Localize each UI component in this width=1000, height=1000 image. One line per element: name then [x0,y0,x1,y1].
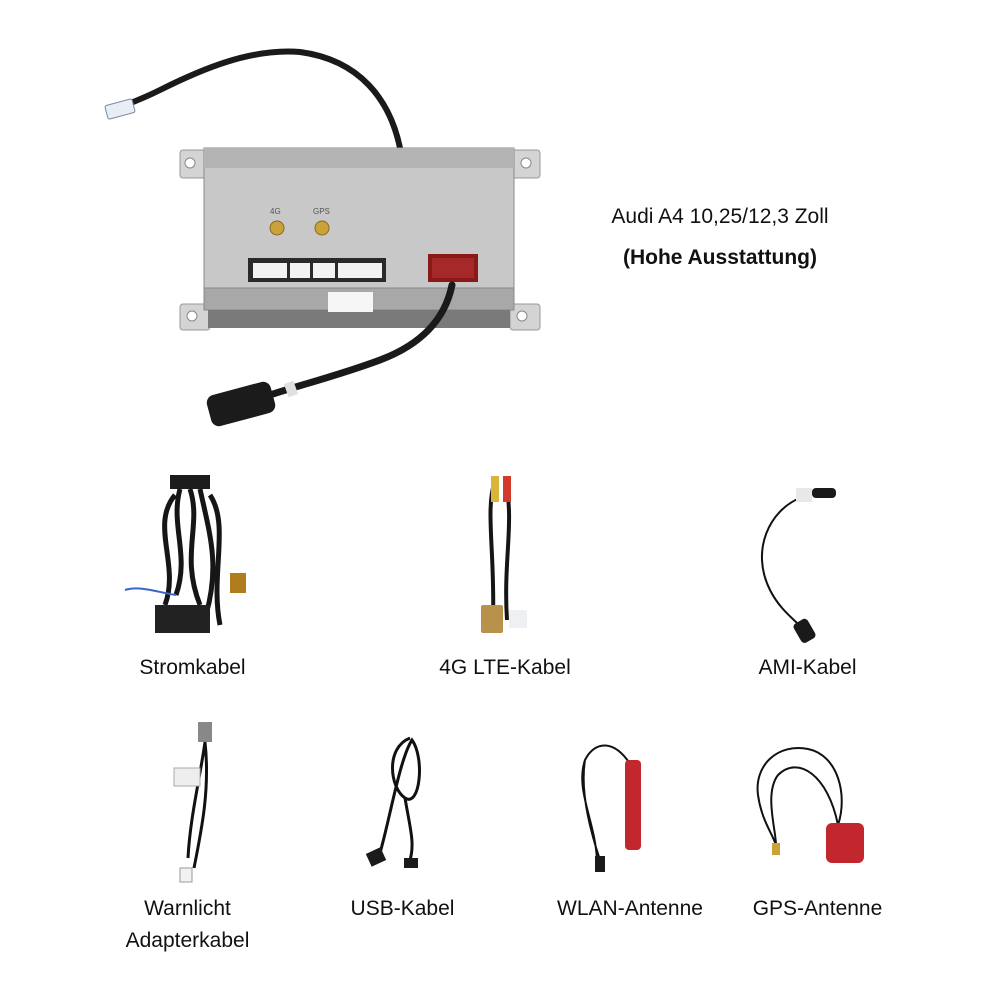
item-label-power: Stromkabel [139,656,246,679]
ribbon-connector [104,98,136,120]
wlan-antenna-image [581,744,641,872]
item-label-warnlicht: Warnlicht Adapterkabel [100,893,275,957]
camera-plug [206,381,276,427]
item-label-ami: AMI-Kabel [758,656,857,679]
item-label-4g-lte: 4G LTE-Kabel [439,656,571,679]
usb-cable-image [365,736,421,868]
4g-port [269,220,285,236]
lte-cable-image [481,476,527,633]
gps-antenna-image [756,747,864,863]
item-label-warnlicht-line2: Adapterkabel [125,929,250,952]
ami-cable-image [761,488,836,643]
main-unit-image: 4G GPS [104,48,541,427]
port-label-4g: 4G [270,207,281,216]
product-title: Audi A4 10,25/12,3 Zoll [611,205,829,228]
product-variant: (Hohe Ausstattung) [622,246,818,269]
power-cable-image [124,475,246,633]
item-label-wlan: WLAN-Antenne [557,897,703,920]
item-label-gps: GPS-Antenne [752,897,883,920]
port-label-gps: GPS [313,207,330,216]
item-label-usb: USB-Kabel [350,897,455,920]
item-label-warnlicht-line1: Warnlicht [144,897,231,920]
warning-light-cable-image [173,722,212,883]
gps-port [314,220,330,236]
